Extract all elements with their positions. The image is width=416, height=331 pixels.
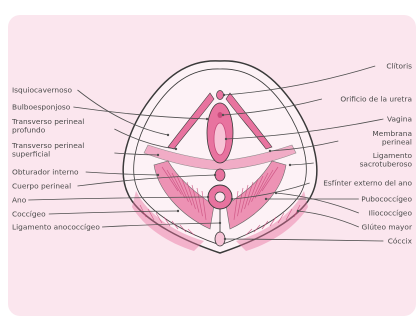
leader-endpoint xyxy=(214,174,216,176)
vagina xyxy=(214,123,226,155)
label-left-1: Bulboesponjoso xyxy=(12,103,71,112)
leader-endpoint xyxy=(167,134,169,136)
label-right-0: Clítoris xyxy=(386,62,412,71)
leader-endpoint xyxy=(265,198,267,200)
label-left-0: Isquiocavernoso xyxy=(12,86,72,95)
label-right-8: Glúteo mayor xyxy=(362,223,413,232)
label-right-1: Orificio de la uretra xyxy=(340,95,412,104)
urethral-orifice xyxy=(218,112,223,118)
leader-endpoint xyxy=(289,164,291,166)
leader-endpoint xyxy=(206,118,208,120)
leader-endpoint xyxy=(177,210,179,212)
leader-endpoint xyxy=(231,198,233,200)
leader-endpoint xyxy=(275,192,277,194)
leader-endpoint xyxy=(175,148,177,150)
leader-endpoint xyxy=(225,138,227,140)
clitoris xyxy=(217,91,224,100)
label-left-6: Ano xyxy=(12,196,27,205)
perineal-body xyxy=(215,169,225,181)
leader-endpoint xyxy=(207,196,209,198)
label-right-5: Esfínter externo del ano xyxy=(323,179,412,188)
leader-endpoint xyxy=(223,94,225,96)
leader-endpoint xyxy=(219,222,221,224)
pelvic-floor-diagram: IsquiocavernosoBulboesponjosoTransverso … xyxy=(8,15,416,316)
label-right-7: Iliococcígeo xyxy=(369,209,413,218)
leader-endpoint xyxy=(157,174,159,176)
label-left-5: Cuerpo perineal xyxy=(12,182,71,191)
leader-endpoint xyxy=(157,154,159,156)
leader-endpoint xyxy=(269,150,271,152)
label-right-2: Vagina xyxy=(387,115,412,124)
label-left-7: Coccígeo xyxy=(12,210,46,219)
anus xyxy=(215,192,225,202)
label-left-4: Obturador interno xyxy=(12,168,79,177)
leader-endpoint xyxy=(297,210,299,212)
label-right-9: Cóccix xyxy=(388,237,413,246)
coccyx xyxy=(215,232,225,246)
leader-endpoint xyxy=(222,114,224,116)
leader-endpoint xyxy=(224,238,226,240)
label-left-8: Ligamento anococcígeo xyxy=(12,223,100,232)
label-right-6: Pubococcígeo xyxy=(361,195,412,204)
